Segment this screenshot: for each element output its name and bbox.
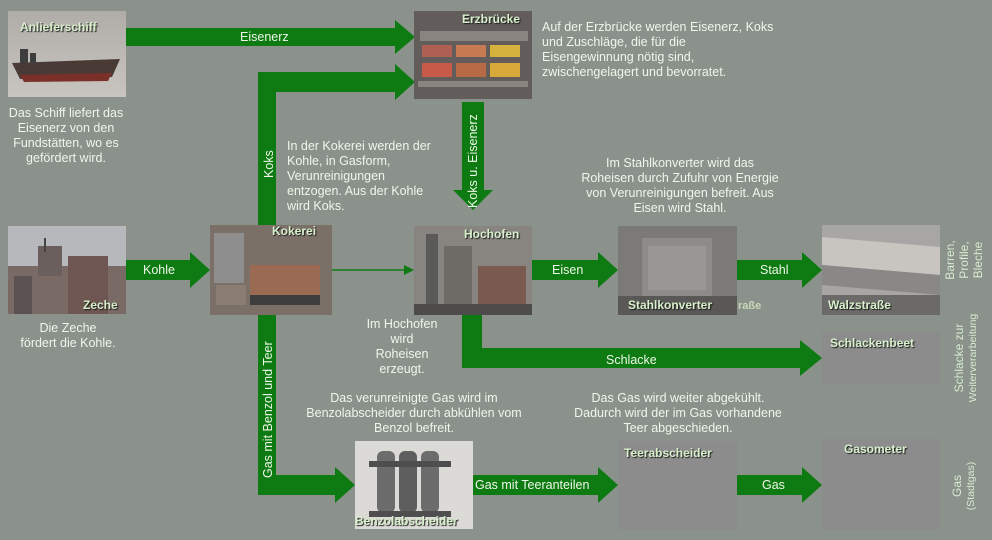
flow-label-steel: Stahl [760,263,789,277]
slag-bed-title: Schlackenbeet [830,336,915,350]
node-tar-separator: Teerabscheider [618,441,737,530]
node-benzol-separator: Benzolabscheider [355,441,473,529]
flow-label-slag: Schlacke [606,353,657,367]
node-coking-plant: Kokerei [210,225,332,315]
arrow-slag [462,315,822,376]
coking-plant-icon [210,225,332,315]
desc-blast-furnace: Im Hochofen wird Roheisen erzeugt. [366,317,438,376]
flow-label-iron: Eisen [552,263,584,277]
gasometer-title: Gasometer [844,442,907,456]
flow-label-coal: Kohle [143,263,175,277]
node-slag-bed: Schlackenbeet [822,332,940,384]
arrow-coke-ore [453,102,493,210]
ship-title: Anlieferschiff [20,20,97,34]
node-rolling-mill: Walzstraße [822,225,940,315]
gas-line-2: (Stadtgas) [965,461,977,511]
flow-label-coke: Koks [262,150,276,178]
desc-ship: Das Schiff liefert das Eisenerz von den … [8,106,124,165]
products-line-3: Bleche [971,241,985,279]
products-line-2: Profile, [957,241,971,279]
node-ore-bridge: Erzbrücke [414,11,532,99]
steel-converter-icon [618,226,737,315]
tar-separator-title: Teerabscheider [624,446,712,460]
benzol-separator-title: Benzolabscheider [355,514,458,528]
side-label-products: Barren, Profile, Bleche [943,220,985,300]
side-label-slag: Schlacke zur Weiterverarbeitung [952,308,980,408]
benzol-separator-icon [355,441,473,529]
desc-coking-plant: In der Kokerei werden der Kohle, in Gasf… [287,139,431,213]
desc-tar-separator: Das Gas wird weiter abgekühlt. Dadurch w… [574,391,782,435]
flow-label-ore: Eisenerz [240,30,289,44]
node-gasometer: Gasometer [822,439,940,530]
arrow-steel [737,252,822,288]
converter-ghost-label: raße [738,300,762,312]
node-steel-converter: Stahlkonverter [618,226,737,315]
arrow-coal [125,252,210,288]
gas-line-1: Gas [950,475,964,498]
steel-converter-title: Stahlkonverter [628,298,713,312]
desc-steel-converter: Im Stahlkonverter wird das Roheisen durc… [581,156,779,215]
desc-ore-bridge: Auf der Erzbrücke werden Eisenerz, Koks … [542,20,774,79]
blast-furnace-icon [414,226,532,315]
desc-mine: Die Zeche fördert die Kohle. [20,321,116,350]
arrow-gas [737,467,822,503]
arrow-gas-tar [473,467,618,503]
mine-title: Zeche [83,298,118,312]
ore-bridge-title: Erzbrücke [462,12,521,26]
rolling-mill-title: Walzstraße [828,298,891,312]
node-mine: Zeche [8,226,126,314]
side-label-gas: Gas (Stadtgas) [950,454,978,518]
slag-line-2: Weiterverarbeitung [967,313,979,403]
desc-benzol-separator: Das verunreinigte Gas wird im Benzolabsc… [306,391,522,435]
arrow-ore [125,20,415,54]
arrow-benzol-tar [258,315,355,503]
arrow-iron [530,252,618,288]
blast-furnace-title: Hochofen [464,227,520,241]
node-blast-furnace: Hochofen [414,226,532,315]
flow-label-benzol-tar: Gas mit Benzol und Teer [261,341,275,478]
flow-label-gas: Gas [762,478,785,492]
rolling-mill-icon [822,225,940,315]
flow-label-gas-tar: Gas mit Teeranteilen [475,478,590,492]
ship-icon [12,49,120,82]
flow-label-coke-ore: Koks u. Eisenerz [466,114,480,208]
node-ship: Anlieferschiff [8,11,126,97]
ore-bridge-icon [414,11,532,99]
products-line-1: Barren, [943,240,957,280]
slag-line-1: Schlacke zur [952,323,966,393]
mine-icon [8,226,126,314]
arrow-coke [258,64,415,225]
coking-plant-title: Kokerei [272,225,317,238]
